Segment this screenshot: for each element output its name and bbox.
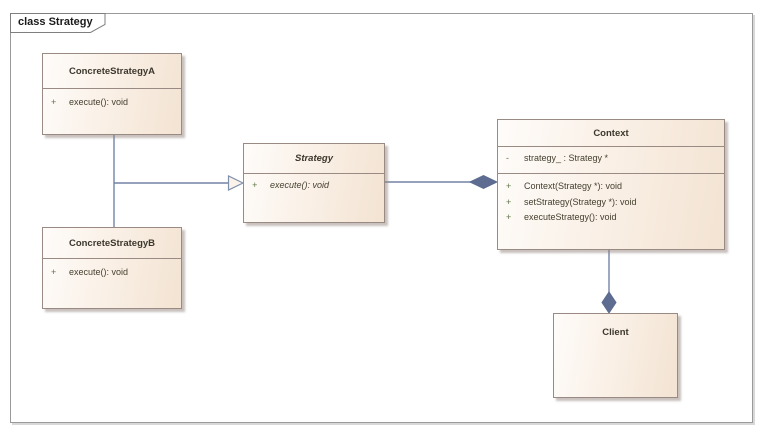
- member-signature: execute(): void: [69, 267, 129, 277]
- class-title: Strategy: [294, 153, 333, 164]
- attributes-compartment: - strategy_ : Strategy *: [498, 146, 724, 173]
- member-row: - strategy_ : Strategy *: [498, 153, 724, 164]
- class-box-concretestrategyb[interactable]: ConcreteStrategyB + execute(): void: [42, 227, 182, 309]
- visibility-marker: +: [51, 267, 57, 277]
- operations-compartment: + execute(): void: [43, 88, 181, 108]
- composition-diamond-icon[interactable]: [601, 291, 617, 314]
- member-row: + execute(): void: [43, 267, 181, 278]
- class-title: Context: [593, 127, 629, 139]
- member-row: + setStrategy(Strategy *): void: [498, 197, 724, 208]
- visibility-marker: +: [506, 181, 512, 191]
- member-row: + execute(): void: [244, 180, 384, 191]
- member-signature: setStrategy(Strategy *): void: [524, 196, 637, 207]
- member-signature: Context(Strategy *): void: [524, 181, 623, 191]
- member-signature: executeStrategy(): void: [524, 212, 617, 222]
- operations-compartment: + execute(): void: [244, 173, 384, 191]
- class-box-concretestrategya[interactable]: ConcreteStrategyA + execute(): void: [42, 53, 182, 135]
- composition-diamond-icon[interactable]: [468, 174, 499, 190]
- frame-tab: [10, 13, 106, 33]
- class-title: ConcreteStrategyB: [68, 237, 156, 249]
- frame-label: class Strategy: [18, 16, 93, 28]
- visibility-marker: -: [506, 153, 509, 163]
- member-row: + execute(): void: [43, 97, 181, 108]
- class-title: ConcreteStrategyA: [68, 65, 156, 77]
- generalization-arrowhead-icon[interactable]: [227, 175, 245, 191]
- frame-tab-shape: [10, 13, 106, 33]
- member-signature: execute(): void: [270, 180, 330, 190]
- class-box-client[interactable]: Client: [553, 313, 678, 398]
- member-signature: execute(): void: [69, 97, 129, 107]
- class-title: Client: [602, 327, 629, 338]
- operations-compartment: + execute(): void: [43, 258, 181, 278]
- visibility-marker: +: [506, 196, 512, 207]
- class-box-strategy[interactable]: Strategy + execute(): void: [243, 143, 385, 223]
- operations-compartment: + Context(Strategy *): void + setStrateg…: [498, 173, 724, 223]
- member-row: + Context(Strategy *): void: [498, 181, 724, 192]
- visibility-marker: +: [51, 97, 57, 107]
- class-box-context[interactable]: Context - strategy_ : Strategy * + Conte…: [497, 119, 725, 250]
- visibility-marker: +: [252, 180, 258, 190]
- visibility-marker: +: [506, 212, 512, 222]
- member-row: + executeStrategy(): void: [498, 212, 724, 223]
- member-signature: strategy_ : Strategy *: [524, 153, 609, 163]
